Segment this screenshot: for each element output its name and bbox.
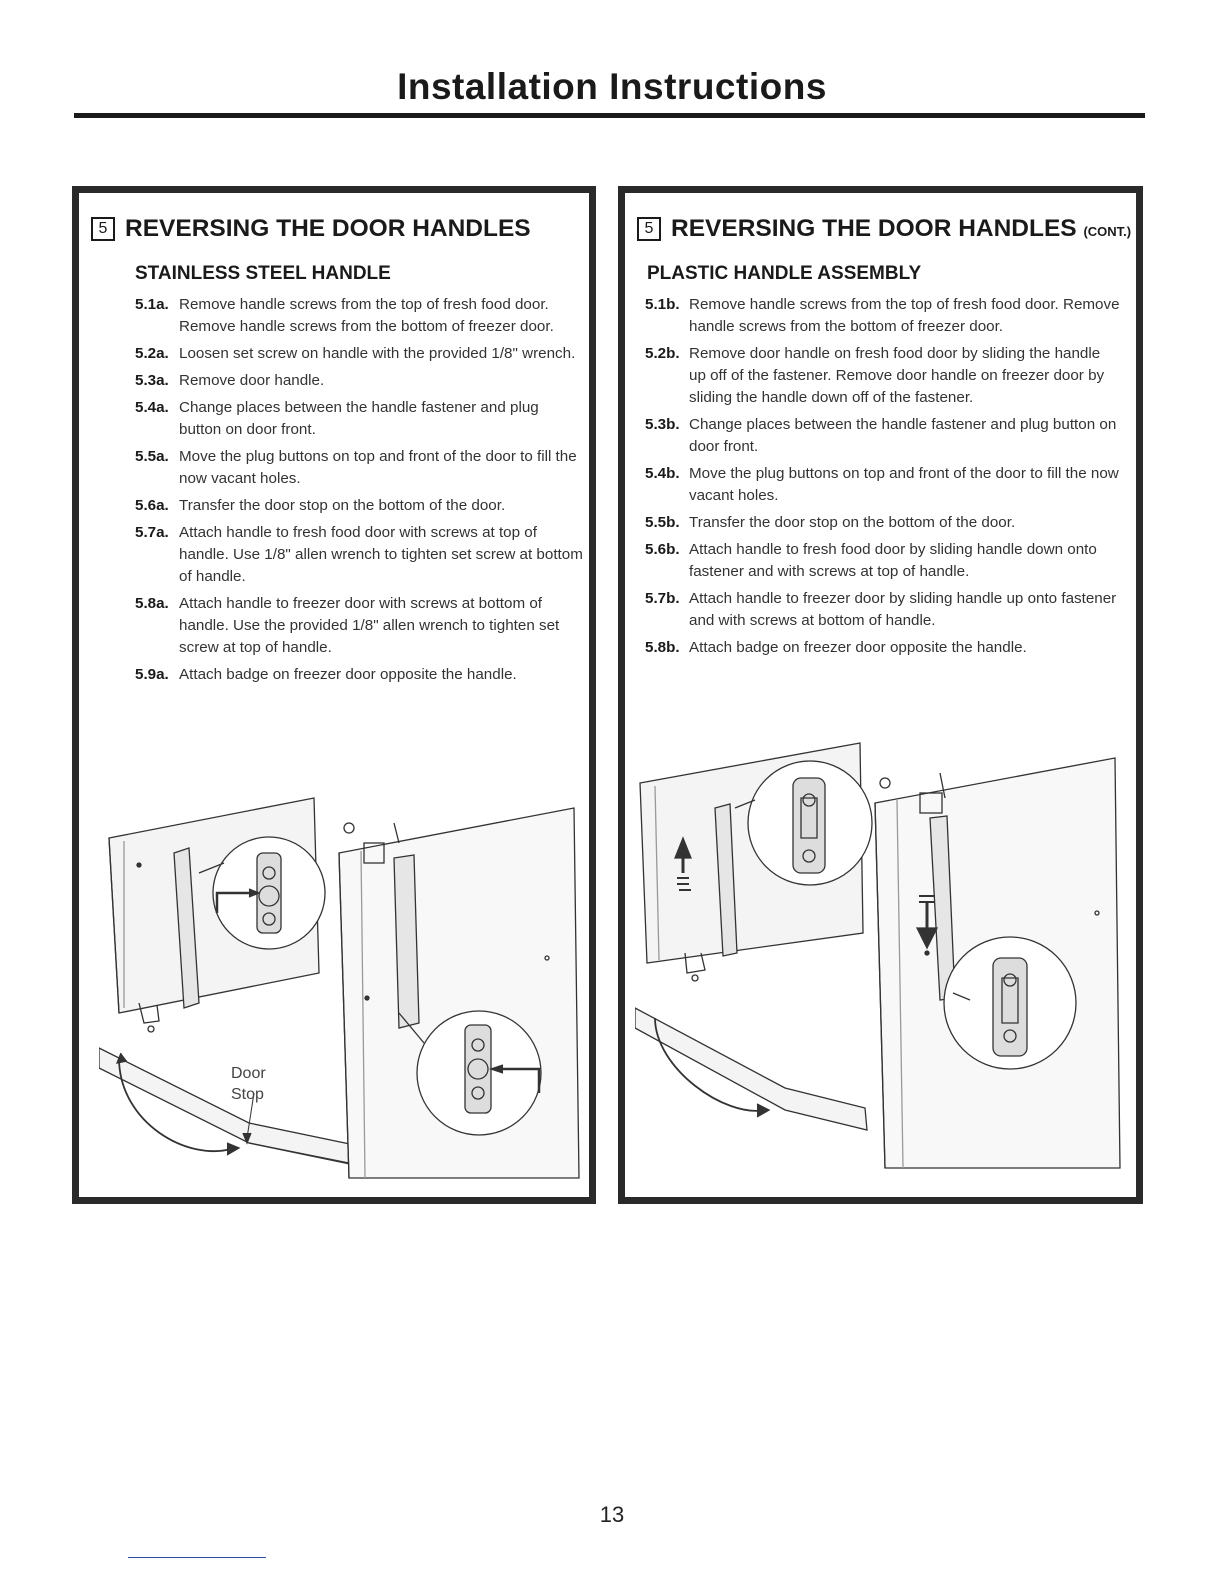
step-number: 5.7b. [645,590,680,607]
step-item: 5.5b. Transfer the door stop on the botto… [645,512,1120,534]
step-text: Change places between the handle fastene… [179,399,539,438]
step-item: 5.1a. Remove handle screws from the top o… [135,294,585,338]
step-number: 5.9a. [135,666,169,683]
continued-label: (CONT.) [1083,224,1132,239]
step-item: 5.4b. Move the plug buttons on top and fr… [645,463,1120,507]
step-number: 5.7a. [135,524,169,541]
step-text: Move the plug buttons on top and front o… [179,448,577,487]
step-number: 5.4b. [645,465,680,482]
plastic-handle-illustration [635,738,1130,1178]
right-steps-list: 5.1b. Remove handle screws from the top o… [645,294,1120,664]
step-item: 5.6a. Transfer the door stop on the botto… [135,495,585,517]
step-item: 5.4a. Change places between the handle fa… [135,397,585,441]
step-number: 5.8a. [135,595,169,612]
step-text: Move the plug buttons on top and front o… [689,465,1119,504]
step-text: Remove handle screws from the top of fre… [179,296,554,335]
right-panel-title: REVERSING THE DOOR HANDLES (CONT.) [671,215,1131,243]
step-item: 5.2b. Remove door handle on fresh food do… [645,343,1120,409]
step-text: Remove door handle. [179,372,325,389]
step-number: 5.5a. [135,448,169,465]
step-number: 5.8b. [645,639,680,656]
step-text: Remove door handle on fresh food door by… [689,345,1105,406]
plastic-handle-diagram [635,742,1121,1169]
step-text: Attach badge on freezer door opposite th… [689,639,1027,656]
step-text: Transfer the door stop on the bottom of … [689,514,1016,531]
step-text: Attach badge on freezer door opposite th… [179,666,517,683]
footer-rule [128,1557,266,1558]
step-number: 5.2b. [645,345,680,362]
step-item: 5.2a. Loosen set screw on handle with the… [135,343,585,365]
left-panel-title: REVERSING THE DOOR HANDLES [125,215,531,243]
right-panel-title-text: REVERSING THE DOOR HANDLES [671,215,1077,242]
right-panel-subhead: PLASTIC HANDLE ASSEMBLY [647,263,922,284]
step-text: Transfer the door stop on the bottom of … [179,497,506,514]
door-label: Door [231,1065,266,1082]
step-item: 5.1b. Remove handle screws from the top o… [645,294,1120,338]
stainless-handle-diagram: Door Stop [99,797,580,1179]
page-title: Installation Instructions [397,66,827,107]
stainless-handle-illustration: Door Stop [99,793,589,1188]
title-rule [74,113,1145,118]
left-panel-header: 5 REVERSING THE DOOR HANDLES [91,215,531,243]
step-text: Remove handle screws from the top of fre… [689,296,1120,335]
right-panel-header: 5 REVERSING THE DOOR HANDLES (CONT.) [637,215,1131,243]
step-number: 5.2a. [135,345,169,362]
step-number: 5.3b. [645,416,680,433]
section-number-box: 5 [637,217,661,241]
step-item: 5.9a. Attach badge on freezer door opposi… [135,664,585,686]
step-text: Attach handle to fresh food door by slid… [689,541,1097,580]
step-number: 5.6a. [135,497,169,514]
step-item: 5.8a. Attach handle to freezer door with … [135,593,585,659]
step-number: 5.3a. [135,372,169,389]
step-number: 5.6b. [645,541,680,558]
step-text: Change places between the handle fastene… [689,416,1117,455]
left-panel: 5 REVERSING THE DOOR HANDLES STAINLESS S… [72,186,596,1204]
step-item: 5.6b. Attach handle to fresh food door by… [645,539,1120,583]
step-number: 5.4a. [135,399,169,416]
page-number: 13 [599,1502,625,1527]
step-item: 5.5a. Move the plug buttons on top and fr… [135,446,585,490]
step-item: 5.7b. Attach handle to freezer door by sl… [645,588,1120,632]
step-text: Loosen set screw on handle with the prov… [179,345,576,362]
left-panel-subhead: STAINLESS STEEL HANDLE [135,263,391,284]
step-item: 5.7a. Attach handle to fresh food door wi… [135,522,585,588]
step-number: 5.1b. [645,296,680,313]
step-item: 5.3b. Change places between the handle fa… [645,414,1120,458]
left-panel-title-text: REVERSING THE DOOR HANDLES [125,215,531,242]
section-number-box: 5 [91,217,115,241]
step-number: 5.1a. [135,296,169,313]
step-item: 5.8b. Attach badge on freezer door opposi… [645,637,1120,659]
step-number: 5.5b. [645,514,680,531]
step-text: Attach handle to freezer door by sliding… [689,590,1117,629]
right-panel: 5 REVERSING THE DOOR HANDLES (CONT.) PLA… [618,186,1143,1204]
step-text: Attach handle to fresh food door with sc… [179,524,583,585]
left-steps-list: 5.1a. Remove handle screws from the top o… [135,294,585,691]
step-item: 5.3a. Remove door handle. [135,370,585,392]
stop-label: Stop [231,1086,264,1103]
step-text: Attach handle to freezer door with screw… [179,595,560,656]
